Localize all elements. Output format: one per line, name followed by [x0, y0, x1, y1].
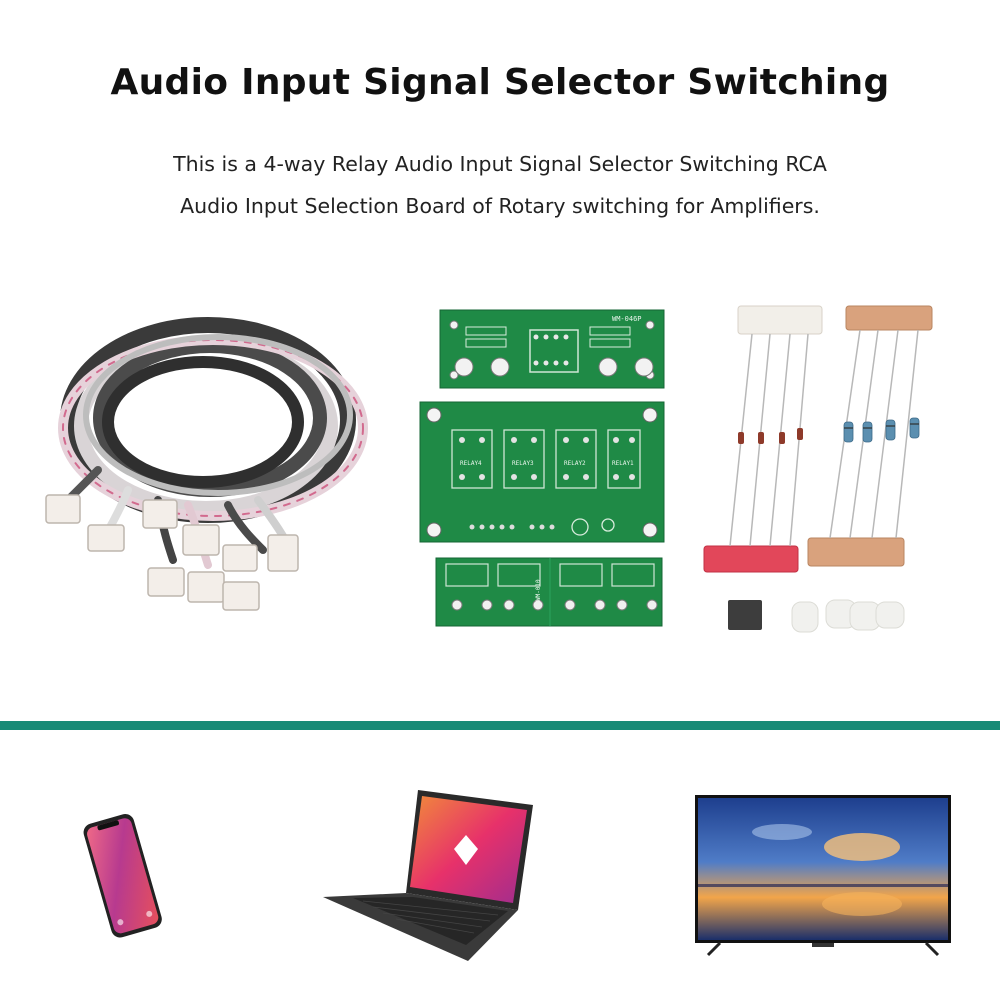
cable-bundle-image — [45, 317, 368, 611]
main-pcb — [419, 401, 665, 543]
section-divider — [0, 721, 1000, 730]
components-image — [703, 305, 933, 633]
description-line-1: This is a 4-way Relay Audio Input Signal… — [173, 152, 827, 176]
description: This is a 4-way Relay Audio Input Signal… — [95, 143, 905, 227]
laptop-image — [323, 790, 533, 961]
relay-label-3: RELAY3 — [512, 460, 534, 467]
top-board-label: WM-046P — [612, 315, 642, 323]
bottom-pcb — [435, 557, 663, 627]
description-line-2: Audio Input Selection Board of Rotary sw… — [180, 194, 820, 218]
bottom-board-label: WM-010 — [535, 579, 542, 601]
tv-image — [695, 795, 951, 957]
phone-image — [83, 814, 162, 938]
page-title: Audio Input Signal Selector Switching — [110, 62, 890, 103]
relay-label-4: RELAY4 — [460, 460, 482, 467]
relay-label-1: RELAY1 — [612, 460, 634, 467]
relay-label-2: RELAY2 — [564, 460, 586, 467]
pcb-boards-image: WM-046P RELAY4 RELAY3 RELAY2 RELAY1 W — [419, 309, 665, 627]
top-pcb — [439, 309, 665, 389]
